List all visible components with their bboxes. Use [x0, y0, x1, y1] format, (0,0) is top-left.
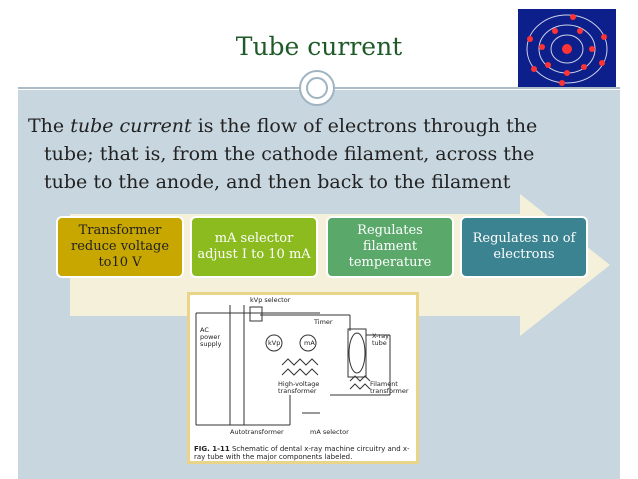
slide-title: Tube current: [235, 32, 403, 61]
figure-caption: FIG. 1-11 Schematic of dental x-ray mach…: [194, 445, 416, 461]
divider-ornament: [299, 70, 335, 106]
fig-label-autotransformer: Autotransformer: [230, 428, 284, 436]
body-text: The tube current is the flow of electron…: [28, 112, 598, 196]
step-electrons: Regulates no of electrons: [460, 216, 588, 278]
body-line2: tube; that is, from the cathode filament…: [44, 143, 535, 165]
body-line1-em: tube current: [70, 115, 192, 137]
fig-label-xray-tube: X-ray tube: [372, 332, 389, 347]
atom-icon: [518, 9, 616, 89]
fig-label-hv-transformer: High-voltage transformer: [278, 380, 320, 395]
fig-label-filament-transformer: Filament transformer: [370, 380, 409, 395]
fig-label-ac-supply: AC power supply: [200, 326, 222, 348]
circuit-figure: kVp selector AC power supply Timer kVp m…: [187, 292, 419, 464]
fig-label-timer: Timer: [314, 318, 333, 326]
figure-caption-number: FIG. 1-11: [194, 445, 230, 453]
body-line1-post: is the flow of electrons through the: [191, 115, 538, 137]
body-line1-pre: The: [28, 115, 71, 137]
fig-label-ma-selector: mA selector: [310, 428, 349, 436]
fig-label-kvp-selector: kVp selector: [250, 296, 291, 304]
step-filament-temperature: Regulates filament temperature: [326, 216, 454, 278]
figure-caption-text: Schematic of dental x-ray machine circui…: [194, 445, 410, 461]
fig-label-ma: mA: [304, 339, 315, 347]
body-line3: tube to the anode, and then back to the …: [44, 171, 511, 193]
fig-label-kvp: kVp: [268, 339, 281, 347]
step-transformer: Transformer reduce voltage to10 V: [56, 216, 184, 278]
step-ma-selector: mA selector adjust I to 10 mA: [190, 216, 318, 278]
